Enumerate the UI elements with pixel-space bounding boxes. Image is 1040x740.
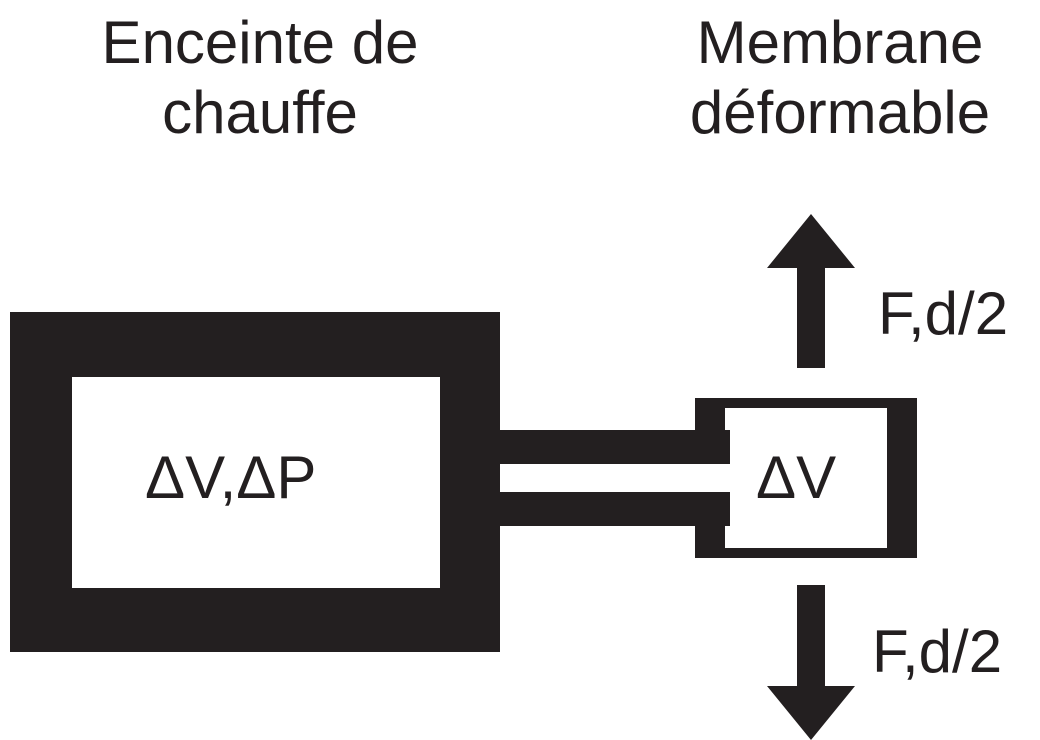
chamber-volume-pressure-label: ΔV,ΔP xyxy=(145,444,317,511)
arrow-down-icon xyxy=(767,585,855,740)
deformable-membrane-title-line1: Membrane xyxy=(696,9,984,76)
membrane-volume-label: ΔV xyxy=(756,444,837,511)
deformable-membrane-title: Membrane déformable xyxy=(640,8,1040,148)
heating-chamber-title-line2: chauffe xyxy=(162,79,358,146)
membrane-top-wall xyxy=(695,398,917,408)
membrane-bottom-wall xyxy=(695,548,917,558)
membrane-left-wall-lower xyxy=(695,492,725,558)
heating-chamber-title: Enceinte de chauffe xyxy=(60,8,460,148)
heating-chamber-wall xyxy=(10,312,500,652)
channel-lower-wall xyxy=(440,492,730,526)
force-bottom-label: F,d/2 xyxy=(872,618,1003,685)
deformable-membrane-title-line2: déformable xyxy=(689,79,991,146)
channel-upper-wall xyxy=(440,430,730,464)
heating-chamber-title-line1: Enceinte de xyxy=(101,9,419,76)
membrane-right-wall xyxy=(887,398,917,558)
membrane-left-wall-upper xyxy=(695,398,725,464)
force-top-label: F,d/2 xyxy=(878,280,1009,347)
arrow-up-icon xyxy=(767,214,855,368)
